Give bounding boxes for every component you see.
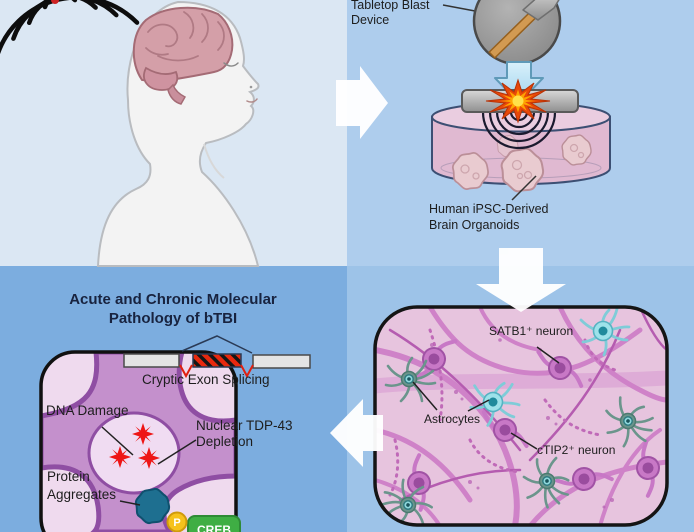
splice-marks	[179, 364, 254, 379]
cryptic-exon-box	[192, 353, 242, 368]
dna-damage-label: DNA Damage	[46, 403, 129, 418]
culture-dish-icon	[431, 101, 611, 193]
protein-tag-label: CREB	[197, 523, 231, 532]
ctip2-neuron-label: cTIP2⁺ neuron	[537, 443, 616, 457]
protein-aggregates-label: Protein Aggregates	[47, 469, 117, 503]
human-head-illustration	[96, 0, 260, 267]
flow-arrows	[330, 66, 566, 467]
blast-source-icon	[51, 0, 59, 4]
nucleus	[87, 411, 181, 495]
tdp43-depletion-label: Nuclear TDP-43 Depletion	[196, 418, 293, 450]
explosion-icon	[485, 78, 551, 124]
arrow-left-icon	[330, 399, 383, 467]
blast-device-icon	[472, 0, 562, 66]
phospho-badge-label: P	[173, 517, 180, 529]
arrow-right-icon	[336, 66, 388, 139]
dna-damage-icon	[138, 447, 160, 469]
arrow-down-icon	[476, 248, 566, 312]
device-label: Tabletop Blast Device	[351, 0, 430, 27]
satb1-neuron-label: SATB1⁺ neuron	[489, 324, 574, 338]
gene-splicing-diagram	[123, 335, 311, 379]
exon-box	[252, 354, 311, 369]
astrocytes-label: Astrocytes	[424, 412, 481, 426]
cryptic-exon-label: Cryptic Exon Splicing	[142, 372, 270, 387]
nostril	[249, 85, 253, 89]
organoid-cells-panel	[373, 305, 669, 527]
hammer-icon	[488, 0, 560, 59]
phospho-protein-tag: CREB P	[166, 511, 241, 532]
face-details	[223, 62, 258, 103]
pathology-cell-panel: CREB P	[39, 335, 311, 532]
blast-waves-icon	[0, 0, 140, 55]
pathology-title: Acute and Chronic Molecular Pathology of…	[69, 291, 277, 327]
exon-box	[123, 353, 180, 368]
organoid	[451, 134, 592, 193]
dna-damage-icon	[132, 423, 154, 445]
organoids-label: Human iPSC-Derived Brain Organoids	[429, 202, 549, 233]
cell-pointer-lines	[412, 346, 560, 450]
organoid-pointer-line	[511, 175, 537, 201]
pathology-pointer-lines	[101, 426, 197, 506]
brain-icon	[132, 6, 234, 105]
